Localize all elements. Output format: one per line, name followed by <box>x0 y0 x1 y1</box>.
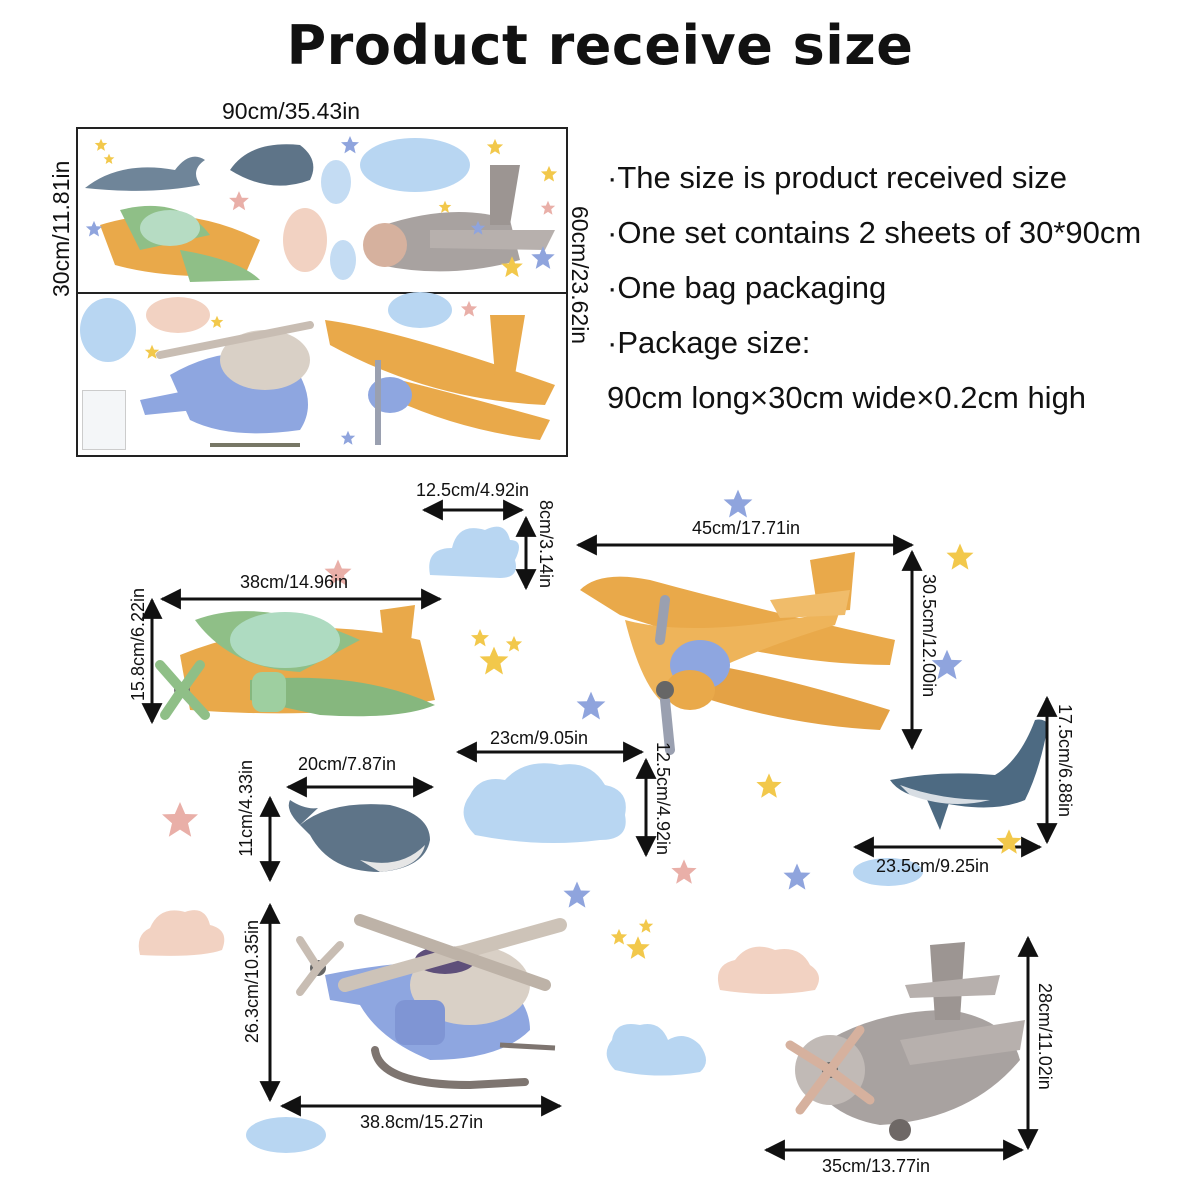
sheet-total-height-label: 60cm/23.62in <box>567 206 593 345</box>
mini-biplane-icon <box>325 315 555 445</box>
helicopter <box>246 902 567 1153</box>
mini-whale-icon <box>230 144 314 186</box>
info-line: ·One set contains 2 sheets of 30*90cm <box>607 215 1142 250</box>
info-line: 90cm long×30cm wide×0.2cm high <box>607 380 1087 415</box>
green-plane-height-label: 15.8cm/6.22in <box>128 588 148 702</box>
mini-cloud-icon <box>146 297 210 333</box>
pink-cloud-icon <box>138 910 225 956</box>
big-cloud <box>455 741 657 858</box>
big-whale-width-label: 23.5cm/9.25in <box>876 856 990 876</box>
mini-cloud-icon <box>283 208 327 272</box>
grey-plane-width-label: 35cm/13.77in <box>822 1156 931 1176</box>
info-line: ·Package size: <box>607 325 811 360</box>
mini-cloud-icon <box>360 138 470 192</box>
small-cloud <box>421 499 537 591</box>
mini-cloud-icon <box>80 298 136 362</box>
mini-sheet-thumbnail <box>82 390 126 450</box>
big-whale-height-label: 17.5cm/6.88in <box>1055 704 1075 818</box>
small-cloud-height-label: 8cm/3.14in <box>536 500 556 589</box>
big-cloud-width-label: 23cm/9.05in <box>490 728 589 748</box>
pink-cloud-icon <box>717 946 819 994</box>
green-plane-width-label: 38cm/14.96in <box>240 572 349 592</box>
page-title: Product receive size <box>286 14 914 77</box>
small-whale-height-label: 11cm/4.33in <box>236 760 256 857</box>
sheet-preview <box>76 127 568 457</box>
grey-plane-height-label: 28cm/11.02in <box>1035 983 1055 1090</box>
big-cloud-height-label: 12.5cm/4.92in <box>653 742 673 856</box>
blue-cloud-icon <box>606 1024 706 1076</box>
big-whale <box>852 695 1058 886</box>
mini-cloud-icon <box>330 240 356 280</box>
info-line: ·One bag packaging <box>607 270 887 305</box>
biplane-height-label: 30.5cm/12.00in <box>919 574 939 698</box>
mini-green-plane-icon <box>100 205 260 282</box>
mini-cloud-icon <box>388 292 452 328</box>
biplane-width-label: 45cm/17.71in <box>692 518 801 538</box>
mini-whale-icon <box>85 156 205 191</box>
info-list: ·The size is product received size ·One … <box>607 150 1192 425</box>
green-plane <box>141 588 443 725</box>
helicopter-height-label: 26.3cm/10.35in <box>242 920 262 1044</box>
mini-cloud-icon <box>321 160 351 204</box>
sheet-width-label: 90cm/35.43in <box>222 98 361 124</box>
small-whale <box>259 776 435 883</box>
mini-helicopter-icon <box>140 321 314 447</box>
small-whale-width-label: 20cm/7.87in <box>298 754 397 774</box>
biplane <box>575 534 923 755</box>
decor-clouds <box>138 910 819 1076</box>
helicopter-width-label: 38.8cm/15.27in <box>360 1112 484 1132</box>
info-line: ·The size is product received size <box>607 160 1068 195</box>
small-cloud-width-label: 12.5cm/4.92in <box>416 480 530 500</box>
grey-plane <box>763 935 1039 1161</box>
